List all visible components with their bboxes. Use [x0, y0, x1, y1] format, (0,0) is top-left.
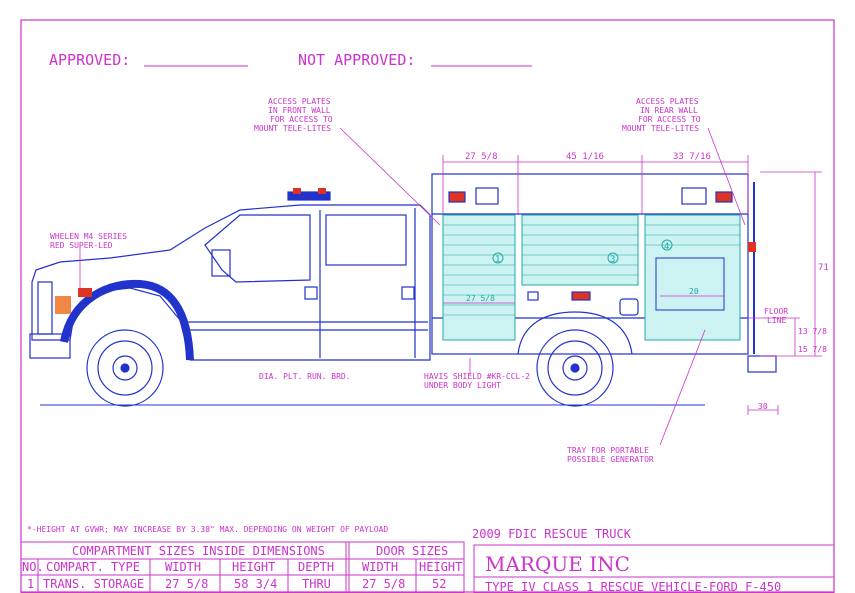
door-handle-rear — [401, 286, 415, 300]
svg-text:FLOOR: FLOOR — [764, 307, 788, 316]
svg-text:HEIGHT: HEIGHT — [419, 560, 462, 574]
tray-callout: TRAY FOR PORTABLE POSSIBLE GENERATOR — [567, 446, 654, 464]
compartment-doors — [442, 214, 741, 341]
side-mirror — [211, 249, 231, 277]
truck-cab — [29, 188, 431, 361]
floor-line-callout: FLOOR LINE — [764, 307, 788, 325]
title-block — [473, 544, 835, 593]
rear-wheel — [536, 329, 614, 407]
rescue-body — [431, 173, 777, 373]
leader-lines — [79, 127, 746, 446]
svg-text:WIDTH: WIDTH — [165, 560, 201, 574]
dim-top-1: 27 5/8 — [465, 152, 498, 162]
svg-text:UNDER BODY LIGHT: UNDER BODY LIGHT — [424, 381, 501, 390]
dimension-lines — [442, 155, 822, 415]
rear-window — [325, 214, 407, 266]
rear-wheel-arch — [517, 311, 633, 355]
front-access-callout: ACCESS PLATES IN FRONT WALL FOR ACCESS T… — [254, 97, 333, 133]
svg-text:ACCESS PLATES: ACCESS PLATES — [636, 97, 699, 106]
svg-text:FOR ACCESS TO: FOR ACCESS TO — [270, 115, 333, 124]
dim-top-2: 45 1/16 — [566, 152, 604, 162]
svg-text:MOUNT TELE-LITES: MOUNT TELE-LITES — [254, 124, 331, 133]
compartment-numbers: 1 3 4 — [492, 239, 673, 265]
svg-text:HAVIS SHIELD #KR-CCL-2: HAVIS SHIELD #KR-CCL-2 — [424, 372, 530, 381]
dim-door-width-1: 27 5/8 — [466, 294, 495, 303]
door-compartment-1 — [442, 214, 516, 341]
sheet-border — [20, 19, 835, 593]
svg-text:27 5/8: 27 5/8 — [165, 577, 208, 591]
table-door-title: DOOR SIZES — [376, 544, 448, 558]
svg-text:WIDTH: WIDTH — [362, 560, 398, 574]
svg-text:THRU: THRU — [302, 577, 331, 591]
door-slats — [443, 224, 740, 316]
compartment-4-number: 4 — [664, 242, 669, 252]
compartment-1-number: 1 — [495, 255, 500, 265]
compartment-table — [20, 541, 465, 593]
svg-text:COMPART. TYPE: COMPART. TYPE — [46, 560, 140, 574]
headlight — [78, 288, 92, 297]
dim-height-71: 71 — [818, 263, 829, 273]
svg-text:NO.: NO. — [22, 560, 44, 574]
svg-text:TRANS. STORAGE: TRANS. STORAGE — [43, 577, 144, 591]
dim-bottom-30: 30 — [758, 402, 768, 411]
svg-text:52: 52 — [432, 577, 446, 591]
svg-text:WHELEN M4 SERIES: WHELEN M4 SERIES — [50, 232, 127, 241]
svg-text:1: 1 — [27, 577, 34, 591]
svg-text:ACCESS PLATES: ACCESS PLATES — [268, 97, 331, 106]
dim-height-13-7-8: 13 7/8 — [798, 327, 827, 336]
door-handle-front — [304, 286, 318, 300]
svg-text:FOR ACCESS TO: FOR ACCESS TO — [638, 115, 701, 124]
cab-outline — [31, 204, 431, 361]
windshield-window — [204, 214, 311, 283]
svg-text:58 3/4: 58 3/4 — [234, 577, 277, 591]
table-title: COMPARTMENT SIZES INSIDE DIMENSIONS — [72, 544, 325, 558]
roof-lightbar — [287, 191, 331, 201]
grille — [37, 281, 53, 335]
svg-text:IN REAR WALL: IN REAR WALL — [640, 106, 698, 115]
svg-text:RED SUPER-LED: RED SUPER-LED — [50, 241, 113, 250]
footnote: *-HEIGHT AT GVWR; MAY INCREASE BY 3.38" … — [27, 525, 388, 534]
project-title: 2009 FDIC RESCUE TRUCK — [472, 527, 632, 541]
vehicle-description: TYPE IV CLASS 1 RESCUE VEHICLE-FORD F-45… — [485, 580, 781, 593]
svg-text:MOUNT TELE-LITES: MOUNT TELE-LITES — [622, 124, 699, 133]
front-wheel — [86, 329, 164, 407]
company-name: MARQUE INC — [485, 552, 630, 576]
svg-text:IN FRONT WALL: IN FRONT WALL — [268, 106, 331, 115]
front-fender-flare — [60, 279, 194, 361]
door-compartment-3 — [521, 214, 639, 286]
compartment-3-number: 3 — [610, 255, 615, 265]
havis-callout: HAVIS SHIELD #KR-CCL-2 UNDER BODY LIGHT — [424, 372, 530, 390]
dim-top-3: 33 7/16 — [673, 152, 711, 162]
approved-label: APPROVED: — [49, 51, 130, 69]
generator-tray — [655, 257, 725, 311]
svg-text:TRAY FOR PORTABLE: TRAY FOR PORTABLE — [567, 446, 649, 455]
dim-height-15-7-8: 15 7/8 — [798, 345, 827, 354]
table-row: 1 TRANS. STORAGE 27 5/8 58 3/4 THRU 27 5… — [27, 577, 446, 591]
not-approved-label: NOT APPROVED: — [298, 51, 415, 69]
svg-text:HEIGHT: HEIGHT — [232, 560, 275, 574]
svg-text:LINE: LINE — [767, 316, 786, 325]
body-outline — [431, 173, 749, 355]
front-bumper — [29, 333, 71, 359]
svg-text:DEPTH: DEPTH — [298, 560, 334, 574]
door-compartment-4 — [644, 214, 741, 341]
approval-block: APPROVED: NOT APPROVED: — [49, 51, 532, 69]
rear-access-callout: ACCESS PLATES IN REAR WALL FOR ACCESS TO… — [622, 97, 701, 133]
dia-plt-callout: DIA. PLT. RUN. BRD. — [259, 372, 351, 381]
svg-text:27 5/8: 27 5/8 — [362, 577, 405, 591]
table-header-row: NO. COMPART. TYPE WIDTH HEIGHT DEPTH WID… — [22, 560, 462, 574]
svg-text:POSSIBLE GENERATOR: POSSIBLE GENERATOR — [567, 455, 654, 464]
dim-door-20: 20 — [689, 287, 699, 296]
whelen-callout: WHELEN M4 SERIES RED SUPER-LED — [50, 232, 127, 250]
